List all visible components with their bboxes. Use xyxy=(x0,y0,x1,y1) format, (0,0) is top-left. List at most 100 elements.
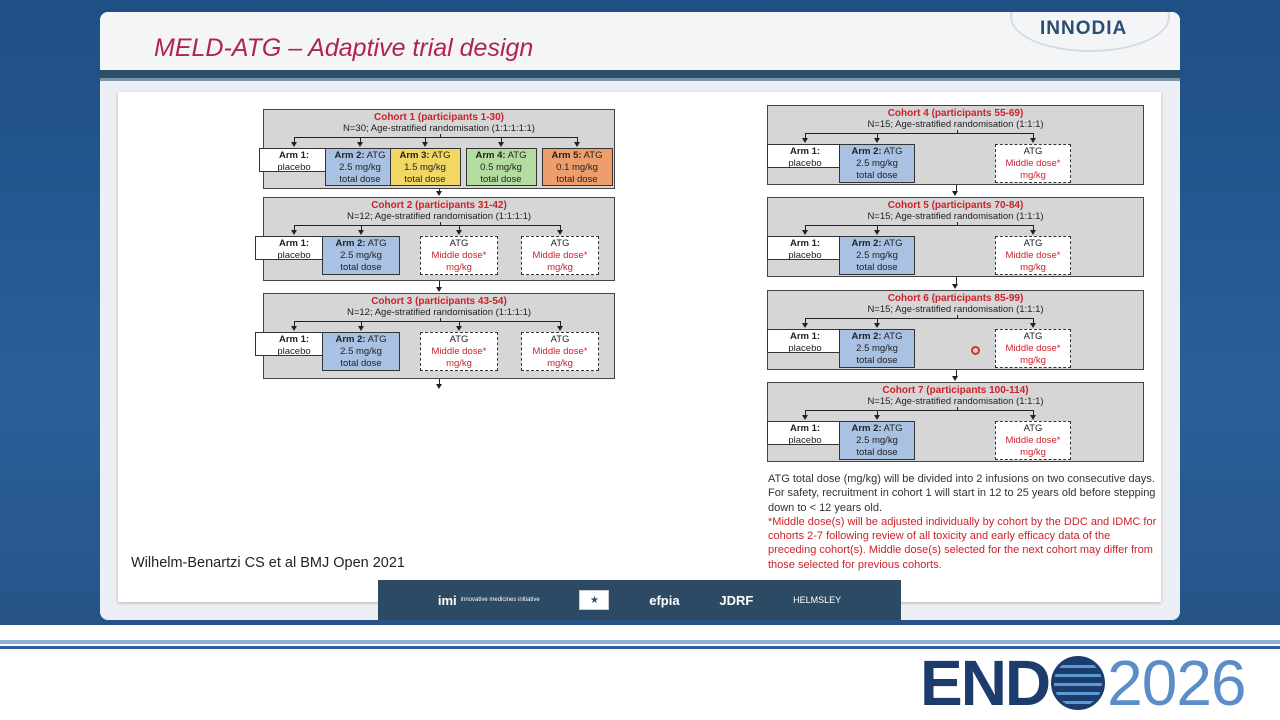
arm-label: Arm 3: xyxy=(399,150,430,161)
arm-heading: Arm 1: xyxy=(256,334,332,346)
arm-dose: 2.5 mg/kg xyxy=(340,250,382,261)
arm-dose-note: mg/kg xyxy=(547,262,573,273)
connector-line xyxy=(805,318,806,324)
arm-dose-note: mg/kg xyxy=(1020,355,1046,366)
arm-label: Arm 1: xyxy=(789,146,821,157)
cohort-title: Cohort 4 (participants 55-69) xyxy=(887,108,1024,119)
arm-label: Arm 1: xyxy=(278,150,310,161)
arm-box: Arm 1:placebo xyxy=(258,148,330,173)
arm-dose-note: mg/kg xyxy=(1020,170,1046,181)
arm-heading: ATG xyxy=(449,238,469,249)
arm-dose-note: mg/kg xyxy=(446,358,472,369)
arm-label: Arm 4: xyxy=(475,150,506,161)
arrow-head xyxy=(497,142,504,147)
arm-heading: Arm 2: ATG xyxy=(323,238,399,250)
cohort-box-2: Cohort 2 (participants 31-42)N=12; Age-s… xyxy=(255,197,615,281)
pointer-dot xyxy=(971,346,980,355)
connector-line xyxy=(294,321,295,327)
arm-label: Arm 1: xyxy=(278,334,310,345)
arm-label: Arm 2: xyxy=(334,150,365,161)
efpia-logo: efpia xyxy=(649,592,680,608)
connector-line xyxy=(956,315,958,318)
arm-dose-note: total dose xyxy=(339,174,381,185)
footer-rule-dark xyxy=(0,646,1280,649)
connector-line xyxy=(501,137,502,143)
cohort-title: Cohort 5 (participants 70-84) xyxy=(887,200,1024,211)
jdrf-logo: JDRF xyxy=(719,592,754,608)
innodia-logo: INNODIA xyxy=(1040,18,1128,39)
title-rule-thin xyxy=(100,78,1180,81)
cohort-box-3: Cohort 3 (participants 43-54)N=12; Age-s… xyxy=(255,293,615,379)
arm-drug: ATG xyxy=(365,238,387,249)
arm-dose: placebo xyxy=(277,250,311,261)
arm-heading: ATG xyxy=(1023,238,1043,249)
arm-dose: 2.5 mg/kg xyxy=(856,435,898,446)
connector-line xyxy=(294,137,295,143)
cohort-box-7: Cohort 7 (participants 100-114)N=15; Age… xyxy=(767,382,1144,462)
arrow-head xyxy=(421,142,428,147)
cohort-subtitle: N=12; Age-stratified randomisation (1:1:… xyxy=(346,307,532,318)
arrow-head xyxy=(801,230,808,235)
arm-heading: ATG xyxy=(1023,146,1043,157)
arrow-head xyxy=(290,142,297,147)
connector-line xyxy=(560,321,561,327)
connector-line xyxy=(877,318,878,324)
arm-drug: ATG xyxy=(365,334,387,345)
arm-dose: placebo xyxy=(788,250,822,261)
content-panel: Cohort 1 (participants 1-30)N=30; Age-st… xyxy=(118,92,1161,602)
arm-label: Arm 2: xyxy=(851,331,882,342)
arm-heading: Arm 2: ATG xyxy=(323,334,399,346)
cohort-subtitle: N=12; Age-stratified randomisation (1:1:… xyxy=(346,211,532,222)
arm-dose-note: mg/kg xyxy=(1020,262,1046,273)
arm-dose-note: mg/kg xyxy=(547,358,573,369)
arm-dose-note: total dose xyxy=(856,262,898,273)
cohort-box-4: Cohort 4 (participants 55-69)N=15; Age-s… xyxy=(767,105,1144,185)
arm-heading: ATG xyxy=(550,334,570,345)
flow-arrow-head xyxy=(435,384,442,389)
imi-logo: imi innovative medicines initiative xyxy=(438,593,540,608)
arm-heading: ATG xyxy=(1023,423,1043,434)
flow-line xyxy=(955,370,957,377)
slide-title: MELD-ATG – Adaptive trial design xyxy=(154,34,534,62)
arm-label: Arm 2: xyxy=(851,146,882,157)
connector-line xyxy=(1033,410,1034,416)
arrow-head xyxy=(357,326,364,331)
cohort-subtitle: N=15; Age-stratified randomisation (1:1:… xyxy=(867,304,1044,315)
arm-dose: Middle dose* xyxy=(431,250,487,261)
arm-dose-note: mg/kg xyxy=(446,262,472,273)
connector-line xyxy=(425,137,426,143)
arrow-head xyxy=(801,415,808,420)
imi-logo-text: imi xyxy=(437,592,457,608)
arm-dose: 0.1 mg/kg xyxy=(556,162,598,173)
arm-box: Arm 1:placebo xyxy=(767,236,843,261)
arm-drug: ATG xyxy=(881,238,903,249)
arm-dose-note: total dose xyxy=(480,174,522,185)
arm-dose: placebo xyxy=(788,158,822,169)
arm-label: Arm 2: xyxy=(851,238,882,249)
arrow-head xyxy=(1029,415,1036,420)
arm-dose: 2.5 mg/kg xyxy=(339,162,381,173)
arm-drug: ATG xyxy=(505,150,527,161)
cohort-box-6: Cohort 6 (participants 85-99)N=15; Age-s… xyxy=(767,290,1144,370)
connector-line xyxy=(956,130,958,133)
arm-drug: ATG xyxy=(881,331,903,342)
connector-line xyxy=(956,407,958,410)
globe-icon xyxy=(1051,656,1106,710)
endo-logo-text: END xyxy=(920,647,1051,719)
arm-dose-note: total dose xyxy=(856,355,898,366)
connector-line xyxy=(360,137,361,143)
arm-dose: placebo xyxy=(277,346,311,357)
flow-line xyxy=(439,379,440,385)
arm-heading: ATG xyxy=(550,238,570,249)
arm-label: Arm 1: xyxy=(789,238,821,249)
connector-line xyxy=(877,133,878,139)
connector-line xyxy=(805,318,1033,319)
arm-heading: ATG xyxy=(449,334,469,345)
